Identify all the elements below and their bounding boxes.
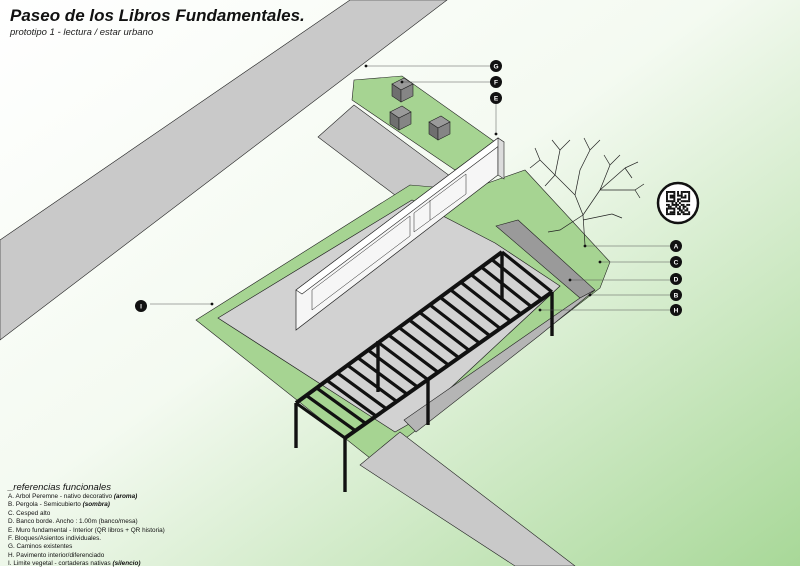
marker-e: E <box>490 92 502 104</box>
page-title: Paseo de los Libros Fundamentales. <box>10 6 305 25</box>
svg-text:F: F <box>494 80 498 87</box>
leader-lines <box>150 65 670 311</box>
reference-item: B. Pergola - Semicubierto (sombra) <box>8 501 110 509</box>
wall-opening-2 <box>413 173 467 233</box>
pergola-slat <box>315 386 367 425</box>
pergola-slat <box>305 394 357 432</box>
reference-item: D. Banco borde. Ancho : 1.00m (banco/mes… <box>8 518 138 526</box>
marker-d: D <box>670 273 682 285</box>
pergola-slat <box>480 265 533 308</box>
functional-references: _referencias funcionales A. Arbol Peremn… <box>8 482 165 569</box>
qr-code-icon <box>656 181 700 225</box>
reference-item: H. Pavimento interior/diferenciado <box>8 551 105 559</box>
pergola-slat <box>387 333 440 374</box>
pergola-slat <box>398 326 450 367</box>
svg-text:I: I <box>140 304 142 311</box>
marker-h: H <box>670 304 682 316</box>
wall-side <box>497 137 505 180</box>
reference-item: I. Limite vegetal - cortaderas nativas (… <box>8 560 141 568</box>
pergola-slat <box>356 356 409 396</box>
leader-dots <box>210 64 602 312</box>
pergola-slat <box>336 371 388 411</box>
pergola-slat <box>428 303 481 345</box>
wall-opening-1 <box>311 215 411 311</box>
marker-g: G <box>490 60 502 72</box>
page-subtitle: prototipo 1 - lectura / estar urbano <box>10 27 154 38</box>
pergola-slat <box>418 311 471 352</box>
pergola-slat <box>501 250 553 294</box>
seat-blocks <box>389 77 451 141</box>
marker-a: A <box>670 240 682 252</box>
svg-text:C: C <box>674 260 679 267</box>
marker-f: F <box>490 76 502 88</box>
marker-i: I <box>135 300 147 312</box>
svg-text:H: H <box>674 308 679 315</box>
pergola-slat <box>449 288 502 330</box>
pavement-interior <box>217 199 561 433</box>
pergola-slat <box>325 379 377 418</box>
svg-text:G: G <box>493 64 498 71</box>
svg-text:E: E <box>494 96 499 103</box>
pergola-slat <box>490 258 543 301</box>
reference-item: E. Muro fundamental - Interior (QR libro… <box>8 526 165 534</box>
path-lower <box>359 431 576 566</box>
reference-item: C. Cesped alto <box>8 509 51 517</box>
pergola-slat <box>439 296 491 338</box>
svg-text:A: A <box>674 244 679 251</box>
pergola-slat <box>459 280 512 323</box>
references-title: _referencias funcionales <box>8 482 111 493</box>
marker-c: C <box>670 256 682 268</box>
marker-b: B <box>670 289 682 301</box>
pergola-slat <box>377 341 429 381</box>
bench-edge-side <box>403 289 596 433</box>
road-main <box>0 0 448 341</box>
svg-text:B: B <box>674 293 679 300</box>
pergola-slat <box>408 318 460 359</box>
reference-item: F. Bloques/Asientos individuales. <box>8 535 102 543</box>
pergola <box>294 250 554 492</box>
reference-item: A. Arbol Peremne - nativo decorativo (ar… <box>8 493 138 500</box>
pergola-slat <box>470 273 522 316</box>
svg-text:D: D <box>674 277 679 284</box>
pergola-slat <box>295 401 346 440</box>
reference-item: G. Caminos existentes <box>8 543 73 551</box>
tree-icon <box>529 137 645 246</box>
pergola-slat <box>346 363 398 403</box>
